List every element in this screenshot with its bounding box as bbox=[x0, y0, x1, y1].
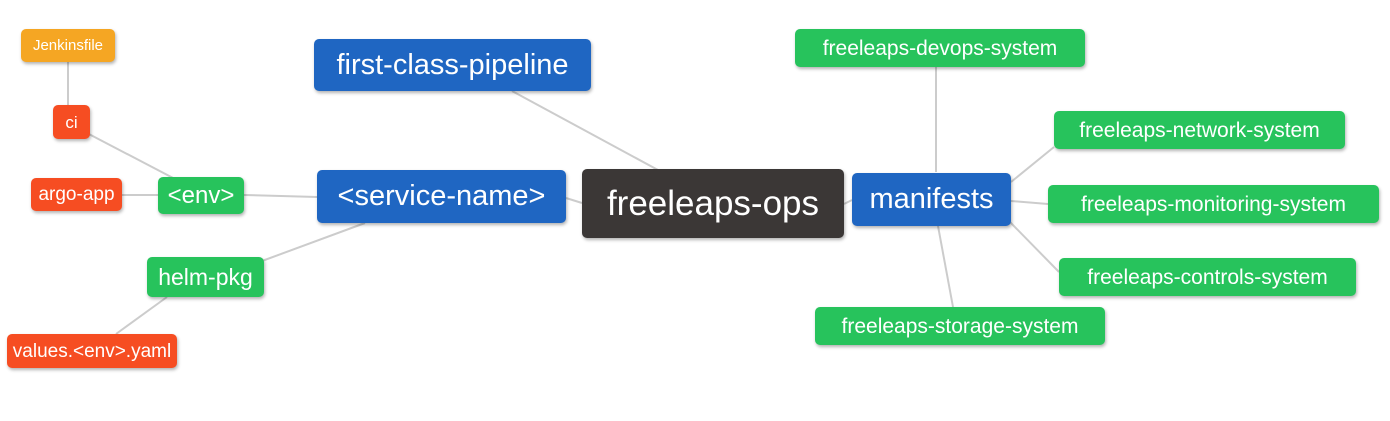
node-network-system[interactable]: freeleaps-network-system bbox=[1054, 111, 1345, 149]
node-first-class-pipeline[interactable]: first-class-pipeline bbox=[314, 39, 591, 91]
edge-manifests-network bbox=[1010, 146, 1055, 183]
edge-ci-env bbox=[84, 131, 176, 180]
node-storage-system[interactable]: freeleaps-storage-system bbox=[815, 307, 1105, 345]
edge-helmpkg-values bbox=[115, 296, 168, 335]
node-jenkinsfile[interactable]: Jenkinsfile bbox=[21, 29, 115, 62]
node-service-name[interactable]: <service-name> bbox=[317, 170, 566, 223]
node-helm-pkg[interactable]: helm-pkg bbox=[147, 257, 264, 297]
edge-env-servicename bbox=[243, 194, 318, 198]
edge-pipeline-freeleapsops bbox=[511, 90, 659, 171]
edge-servicename-helmpkg bbox=[261, 222, 366, 262]
node-manifests[interactable]: manifests bbox=[852, 173, 1011, 226]
node-ci[interactable]: ci bbox=[53, 105, 90, 139]
node-values-env-yaml[interactable]: values.<env>.yaml bbox=[7, 334, 177, 368]
node-env[interactable]: <env> bbox=[158, 177, 244, 214]
edge-servicename-freeleapsops bbox=[565, 197, 583, 204]
node-devops-system[interactable]: freeleaps-devops-system bbox=[795, 29, 1085, 67]
edge-manifests-monitoring bbox=[1010, 200, 1049, 205]
edge-manifests-controls bbox=[1009, 221, 1060, 273]
edge-freeleapsops-manifests bbox=[843, 199, 853, 205]
node-monitoring-system[interactable]: freeleaps-monitoring-system bbox=[1048, 185, 1379, 223]
node-freeleaps-ops[interactable]: freeleaps-ops bbox=[582, 169, 844, 238]
node-argo-app[interactable]: argo-app bbox=[31, 178, 122, 211]
node-controls-system[interactable]: freeleaps-controls-system bbox=[1059, 258, 1356, 296]
edge-manifests-storage bbox=[937, 225, 954, 308]
